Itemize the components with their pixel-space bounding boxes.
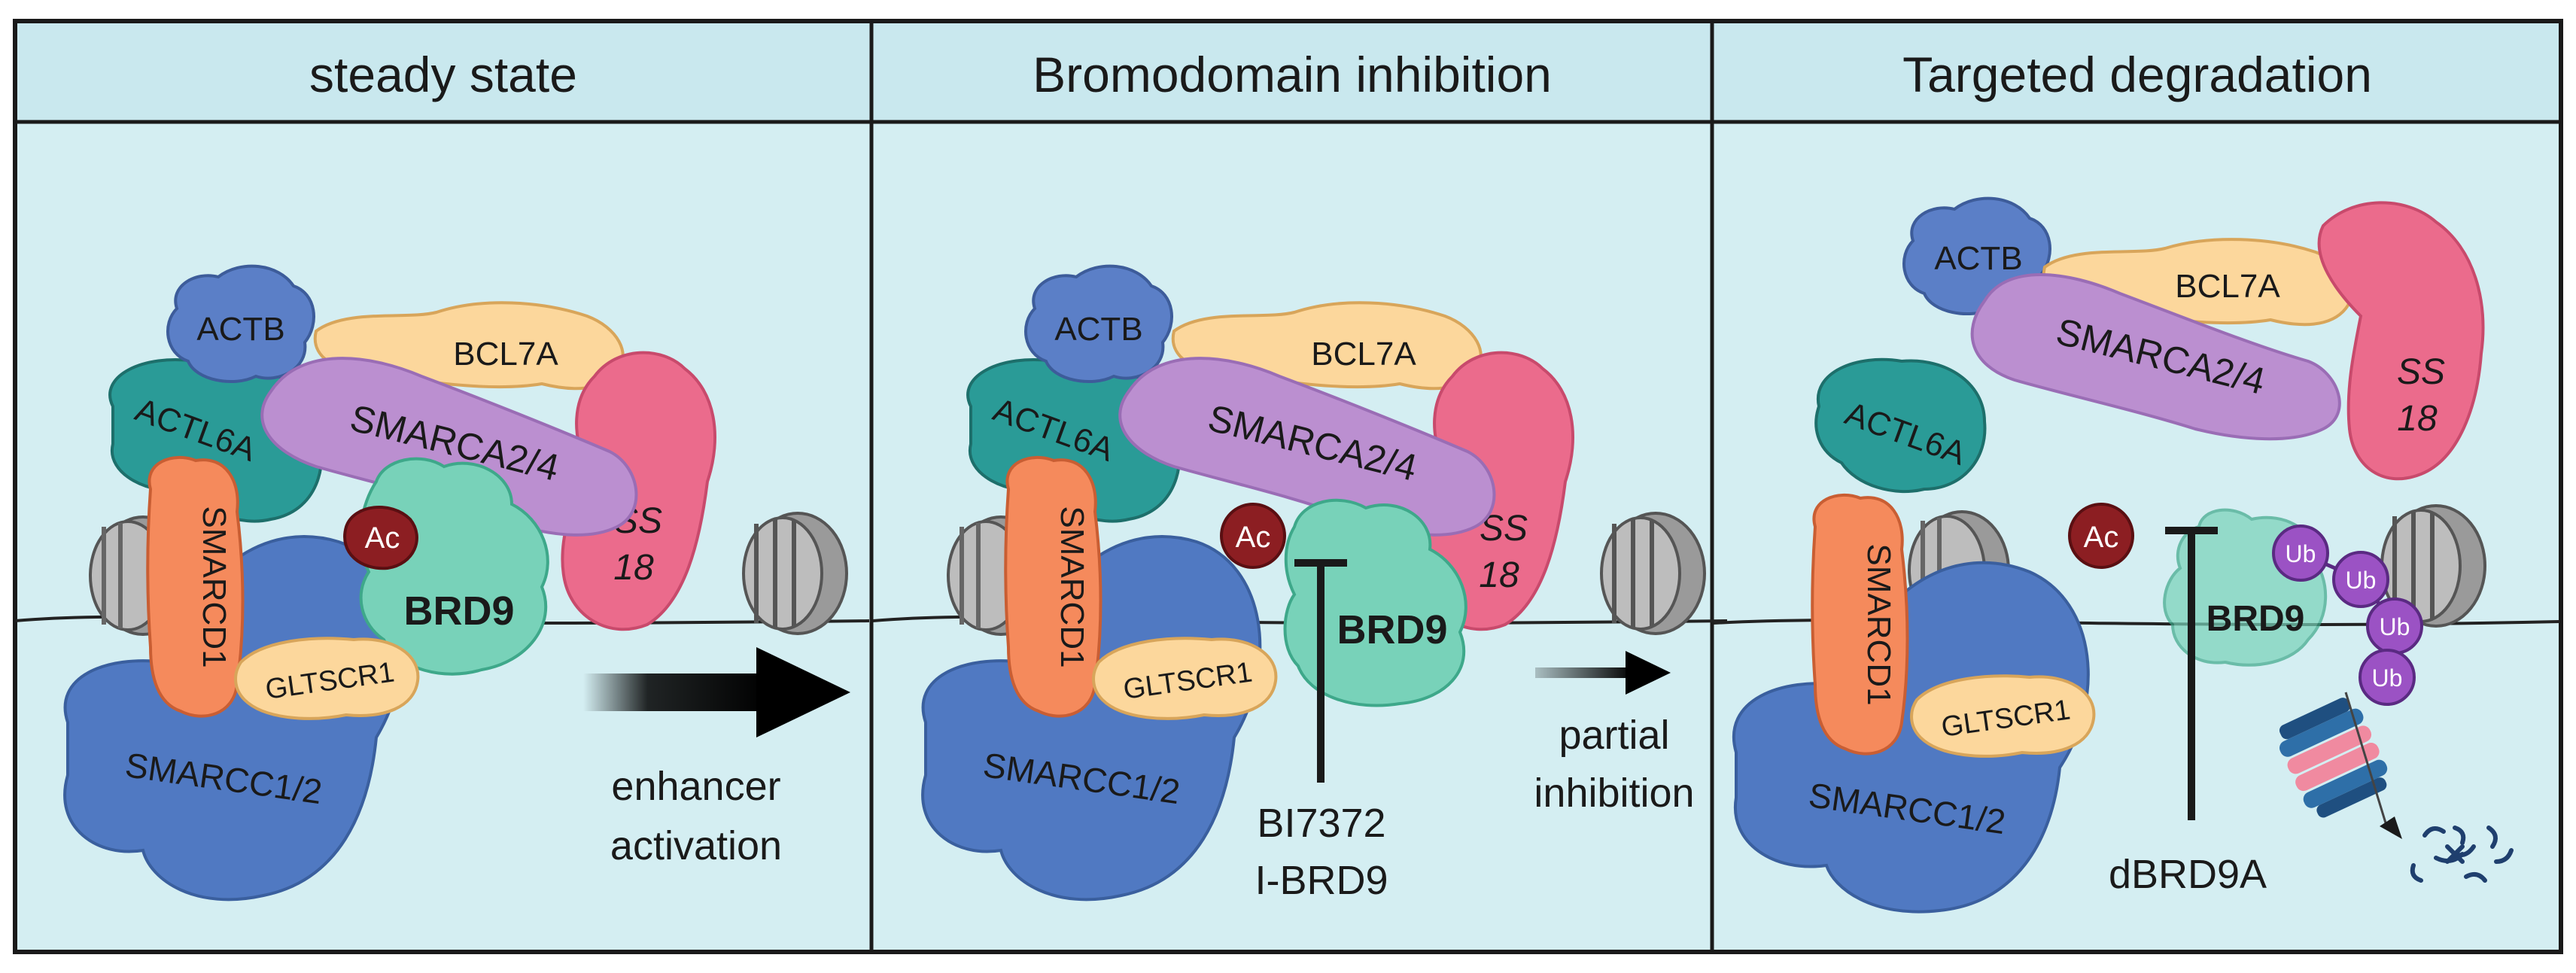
ss18-label-line1: SS — [2397, 352, 2445, 392]
bcl7a-label: BCL7A — [453, 336, 558, 372]
ub-label: Ub — [2372, 664, 2403, 692]
smarcd1-protein: SMARCD1 — [1004, 456, 1102, 718]
proteasome-icon — [2279, 698, 2388, 818]
smarcd1-label: SMARCD1 — [1860, 543, 1897, 705]
ss18-protein: SS 18 — [2317, 201, 2485, 481]
ubiquitin-chain: Ub Ub Ub Ub — [2272, 525, 2423, 706]
nucleosome-right — [2380, 504, 2486, 628]
actb-label: ACTB — [196, 311, 284, 348]
ss18-protein: SS 18 — [561, 351, 716, 631]
brd9-label: BRD9 — [403, 588, 514, 634]
panel-title: Targeted degradation — [1902, 47, 2372, 102]
partial-inhibition-arrow — [1535, 651, 1671, 695]
actb-protein: ACTB — [1024, 264, 1173, 383]
acetyl-label: Ac — [1236, 521, 1271, 554]
actb-label: ACTB — [1934, 240, 2022, 277]
acetyl-label: Ac — [2084, 521, 2119, 554]
smarcd1-label: SMARCD1 — [196, 506, 233, 667]
arrow-label-line1: enhancer — [611, 764, 780, 809]
inhibitor-bar — [1294, 559, 1347, 783]
gltscr1-protein: GLTSCR1 — [1910, 674, 2096, 758]
arrow-label-line2: activation — [610, 823, 782, 868]
degrader-bar — [2165, 527, 2218, 820]
smarcd1-label: SMARCD1 — [1054, 506, 1090, 667]
smarcd1-protein: SMARCD1 — [1811, 494, 1909, 756]
panel-bromodomain-inhibition: Bromodomain inhibition SMARCC1/2 ACTL6A … — [873, 47, 1727, 903]
arrow-label-line1: partial — [1559, 713, 1669, 758]
gltscr1-protein: GLTSCR1 — [234, 637, 420, 720]
brd9-label: BRD9 — [2206, 599, 2305, 639]
acetyl-mark: Ac — [2068, 503, 2134, 569]
bcl7a-label: BCL7A — [2175, 268, 2280, 305]
ss18-label-line2: 18 — [613, 548, 654, 588]
ubiquitin-4: Ub — [2359, 649, 2416, 706]
smarcc1-2-protein: SMARCC1/2 — [921, 535, 1262, 902]
acetyl-label: Ac — [365, 521, 400, 555]
header-band — [15, 21, 2561, 122]
panel-title: steady state — [309, 47, 577, 102]
panel-targeted-degradation: Targeted degradation SMARCC1/2 ACTL6A AC… — [1713, 47, 2560, 914]
peptide-fragments-icon — [2410, 826, 2514, 883]
ubiquitin-1: Ub — [2272, 525, 2329, 582]
actb-label: ACTB — [1054, 311, 1142, 348]
ss18-label-line2: 18 — [2397, 399, 2438, 439]
panel-title: Bromodomain inhibition — [1033, 47, 1552, 102]
ub-label: Ub — [2346, 567, 2377, 594]
brd9-label: BRD9 — [1337, 607, 1447, 652]
brd9-protein: BRD9 — [1283, 498, 1467, 707]
ubiquitin-3: Ub — [2366, 597, 2423, 655]
arrow-label-line2: inhibition — [1534, 771, 1694, 816]
panel-steady-state: steady state SMARCC1/2 ACTL6A ACTB BCL7A… — [15, 47, 869, 902]
ub-label: Ub — [2380, 613, 2410, 640]
inhibitor-label-line1: BI7372 — [1257, 801, 1385, 846]
brd9-protein: BRD9 — [359, 457, 549, 676]
actb-protein: ACTB — [166, 264, 315, 383]
ub-label: Ub — [2286, 540, 2316, 567]
smarcd1-protein: SMARCD1 — [146, 456, 245, 718]
acetyl-mark: Ac — [1220, 503, 1286, 569]
acetyl-mark: Ac — [343, 506, 418, 570]
enhancer-activation-arrow — [583, 647, 850, 737]
ss18-label-line2: 18 — [1479, 555, 1519, 595]
ubiquitin-2: Ub — [2332, 551, 2389, 608]
bcl7a-label: BCL7A — [1311, 336, 1416, 372]
actl6a-protein: ACTL6A — [1814, 357, 1987, 493]
inhibitor-label-line2: I-BRD9 — [1255, 858, 1388, 903]
gltscr1-protein: GLTSCR1 — [1092, 637, 1278, 720]
degrader-label: dBRD9A — [2109, 852, 2267, 897]
